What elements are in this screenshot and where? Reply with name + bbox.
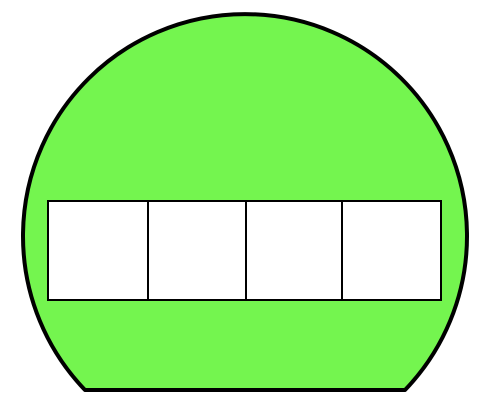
cell-box-4 — [341, 200, 442, 301]
cell-box-3 — [245, 200, 343, 301]
cell-row — [47, 200, 442, 301]
cell-box-2 — [147, 200, 247, 301]
cell-box-1 — [47, 200, 149, 301]
